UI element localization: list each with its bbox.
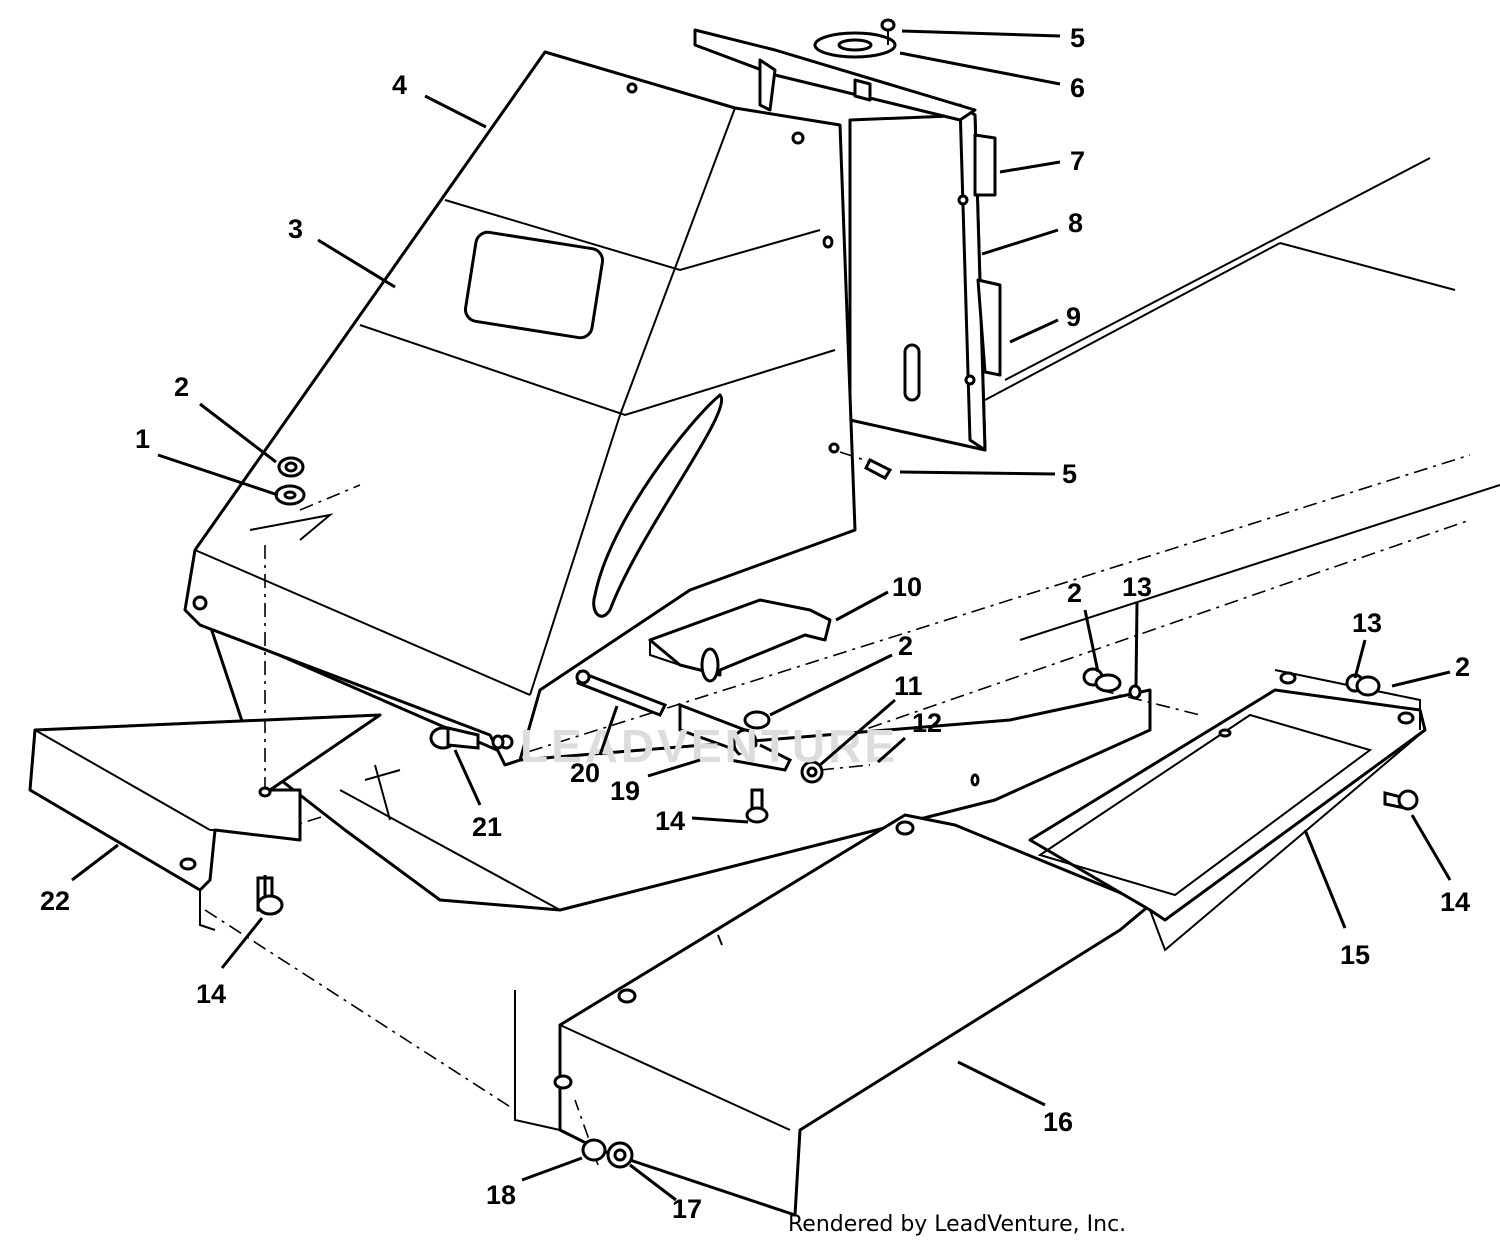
credit-text: Rendered by LeadVenture, Inc. <box>788 1212 1127 1237</box>
callout-11: 11 <box>894 671 923 701</box>
callout-16: 16 <box>1043 1107 1073 1137</box>
callout-4: 4 <box>392 70 407 100</box>
callout-9: 9 <box>1066 302 1081 332</box>
callout-numbers: 4 3 2 1 5 6 7 8 9 5 10 2 11 12 2 13 13 2… <box>40 23 1470 1224</box>
callout-5-top: 5 <box>1070 23 1085 53</box>
part-16-right-footplate <box>514 813 1152 1217</box>
callout-19: 19 <box>610 776 640 806</box>
rear-panel-assembly <box>848 96 1002 452</box>
callout-3: 3 <box>288 214 303 244</box>
callout-21: 21 <box>472 812 502 842</box>
callout-1: 1 <box>135 424 150 454</box>
watermark-text: LEADVENTURE <box>520 720 898 772</box>
part-4-hood-housing <box>183 50 857 767</box>
callout-2-right: 2 <box>1067 578 1082 608</box>
callout-5-lower: 5 <box>1062 459 1077 489</box>
callout-22: 22 <box>40 886 70 916</box>
part-15-rear-plate <box>1028 669 1427 952</box>
callout-8: 8 <box>1068 208 1083 238</box>
callout-2-far-right: 2 <box>1455 652 1470 682</box>
callout-14-left: 14 <box>196 979 226 1009</box>
callout-18: 18 <box>486 1180 516 1210</box>
callout-10: 10 <box>892 572 922 602</box>
callout-13-left: 13 <box>1122 572 1152 602</box>
callout-13-right: 13 <box>1352 608 1382 638</box>
callout-2-left: 2 <box>174 372 189 402</box>
top-bracket <box>693 18 977 122</box>
callout-2-center: 2 <box>898 631 913 661</box>
part-22-left-footplate <box>28 713 382 931</box>
callout-14-center: 14 <box>655 806 685 836</box>
callout-17: 17 <box>672 1194 702 1224</box>
callout-15: 15 <box>1340 940 1370 970</box>
callout-6: 6 <box>1070 73 1085 103</box>
hardware <box>256 456 1419 1169</box>
callout-14-right: 14 <box>1440 887 1470 917</box>
callout-12: 12 <box>912 708 942 738</box>
callout-20: 20 <box>570 758 600 788</box>
leader-lines <box>71 29 1452 1202</box>
callout-7: 7 <box>1070 146 1085 176</box>
